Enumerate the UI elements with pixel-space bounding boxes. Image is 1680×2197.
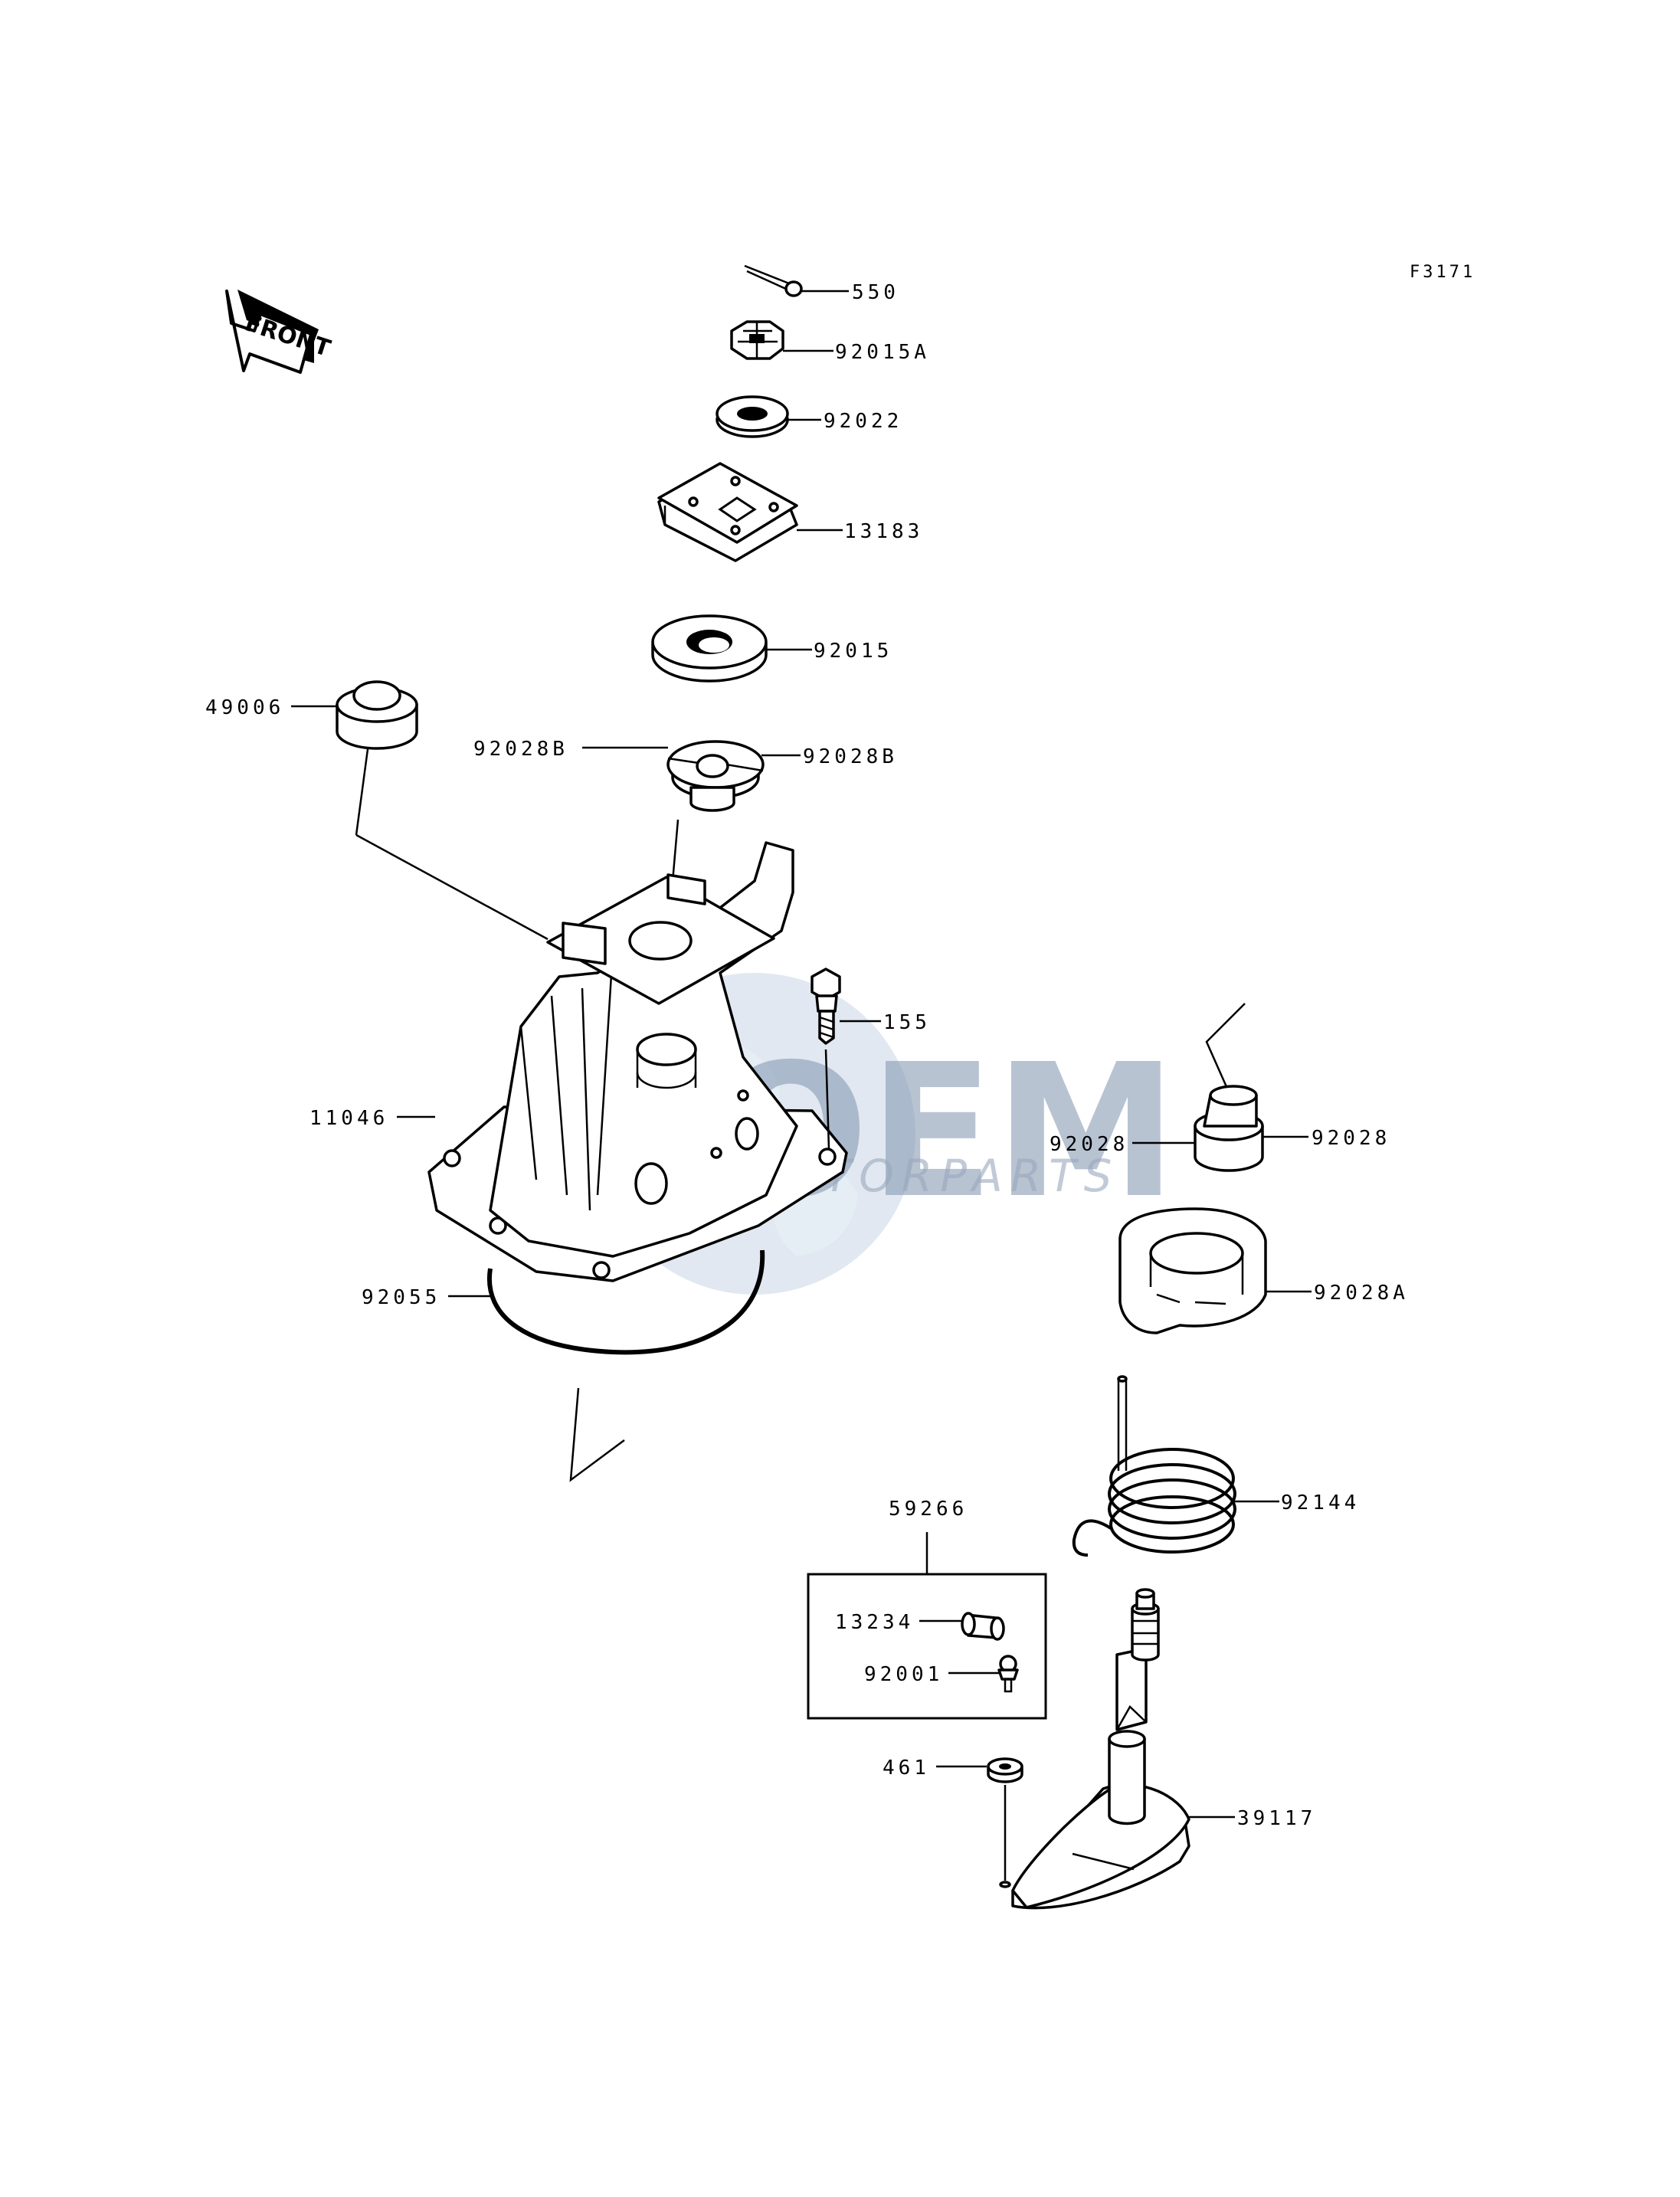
label-13234: 13234 [835, 1611, 914, 1634]
lever-shaft-39117 [999, 1588, 1235, 1910]
cap-49006 [291, 680, 549, 941]
castle-nut-92015A [730, 320, 833, 360]
bushing-92028B [582, 740, 801, 935]
kit-59266 [807, 1532, 1047, 1720]
spring-92144 [1072, 1375, 1279, 1557]
label-92144: 92144 [1281, 1491, 1360, 1514]
label-92028B-left: 92028B [473, 738, 568, 761]
figure-code: F3171 [1410, 263, 1475, 282]
label-461: 461 [883, 1757, 930, 1780]
reference-line-right [1205, 1003, 1246, 1096]
label-92001: 92001 [864, 1663, 943, 1686]
label-11046: 11046 [309, 1107, 388, 1130]
damper-92015 [651, 614, 812, 683]
reference-line-left [569, 1387, 625, 1482]
plate-13183 [657, 462, 843, 562]
label-92028A: 92028A [1314, 1282, 1409, 1305]
label-92028-left: 92028 [1050, 1133, 1128, 1156]
washer-461 [936, 1757, 1023, 1881]
bolt-155 [811, 968, 881, 1150]
holder-92028A [1118, 1207, 1312, 1334]
cotter-pin-550 [744, 264, 849, 297]
washer-92022 [716, 395, 821, 438]
label-92015A: 92015A [835, 341, 930, 364]
label-39117: 39117 [1237, 1807, 1316, 1830]
o-ring-92055 [448, 1249, 765, 1355]
collar-92028 [1132, 1085, 1308, 1172]
label-92022: 92022 [824, 410, 902, 433]
label-49006: 49006 [205, 696, 284, 719]
label-155: 155 [883, 1011, 931, 1034]
label-550: 550 [852, 281, 899, 304]
housing-11046 [397, 841, 848, 1282]
label-92028B-right: 92028B [803, 745, 898, 768]
label-92015: 92015 [814, 640, 892, 663]
label-92055: 92055 [362, 1286, 440, 1309]
label-92028-right: 92028 [1312, 1127, 1390, 1150]
front-arrow-icon: FRONT [225, 290, 334, 374]
label-59266: 59266 [889, 1498, 968, 1521]
label-13183: 13183 [844, 520, 923, 543]
